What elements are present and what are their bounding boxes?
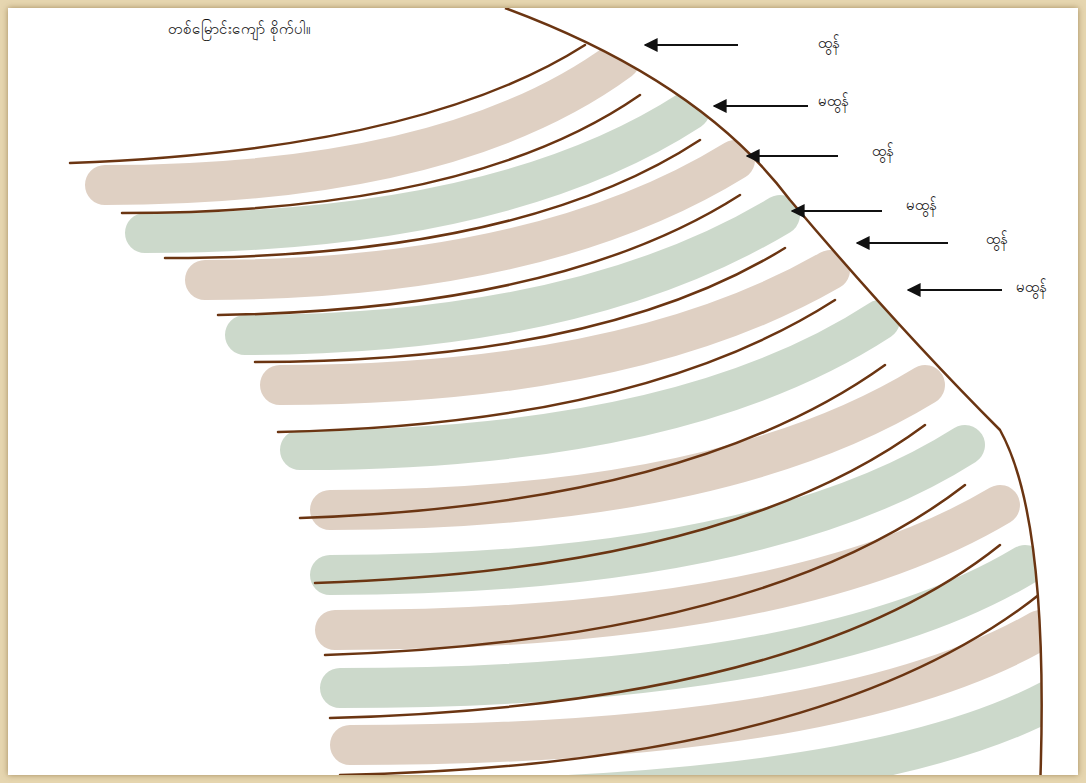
row-label: ထွန် bbox=[986, 230, 1008, 250]
row-label: ထွန် bbox=[872, 142, 894, 162]
row-label: မထွန် bbox=[1016, 278, 1047, 298]
pointer-arrows bbox=[645, 45, 1002, 290]
row-label: မထွန် bbox=[906, 196, 937, 216]
diagram-title: တစ်မြောင်းကျော် စိုက်ပါ။ bbox=[168, 20, 311, 40]
row-label: မထွန် bbox=[818, 92, 849, 112]
row-label: ထွန် bbox=[818, 34, 840, 54]
strip-illustration bbox=[8, 8, 1078, 775]
frame: တစ်မြောင်းကျော် စိုက်ပါ။ထွန်မထွန်ထွန်မထွ… bbox=[8, 8, 1078, 775]
